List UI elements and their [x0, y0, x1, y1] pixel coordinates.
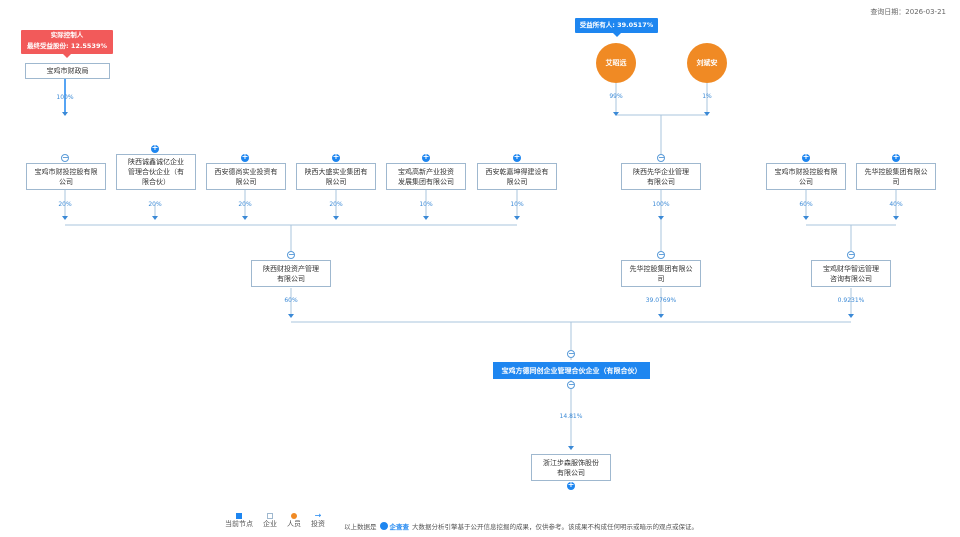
node-qianyuan[interactable]: 西安乾嘉坤得建设有 限公司: [477, 163, 557, 190]
pct-caihua: 0.9231%: [837, 297, 865, 304]
node-xianhua-holding[interactable]: 先华控股集团有限公 司: [621, 260, 701, 287]
pct-xiaanshang: 20%: [238, 201, 252, 208]
legend: 当前节点 企业 人员 → 投资: [225, 511, 325, 529]
pct-dasheng: 20%: [329, 201, 343, 208]
expand-target-icon[interactable]: +: [567, 480, 575, 490]
legend-invest: → 投资: [311, 511, 325, 529]
legend-company: 企业: [263, 513, 277, 529]
person-liujiaan[interactable]: 刘斌安: [687, 43, 727, 83]
legend-person: 人员: [287, 513, 301, 529]
disclaimer: 以上数据是 企查查 大数据分析引擎基于公开信息挖掘的成果，仅供参考。该成果不构成…: [344, 521, 698, 531]
pct-focus: 14.81%: [559, 413, 583, 420]
pct-xianfeng: 20%: [148, 201, 162, 208]
pct-liujiaan: 1%: [702, 93, 712, 100]
brand-name: 企查查: [389, 523, 410, 531]
arrow-right-icon: →: [314, 511, 322, 520]
pct-caikong: 20%: [58, 201, 72, 208]
node-caizhengju[interactable]: 宝鸡市财政局: [25, 63, 110, 79]
expand-caikong2-icon[interactable]: +: [802, 152, 810, 162]
expand-xiaanshang-icon[interactable]: +: [241, 152, 249, 162]
person-icon: [291, 513, 297, 519]
node-gaoxin[interactable]: 宝鸡高新产业投资 发展集团有限公司: [386, 163, 466, 190]
company-icon: [267, 513, 273, 519]
node-xianhua-mgmt[interactable]: 陕西先华企业管理 有限公司: [621, 163, 701, 190]
node-caihua[interactable]: 宝鸡财华智远管理 咨询有限公司: [811, 260, 891, 287]
actual-controller-tag: 实际控制人 最终受益股份: 12.5539%: [21, 30, 113, 58]
brand-icon: [379, 522, 388, 530]
pct-caizhengju: 100%: [56, 94, 74, 101]
pct-caikong2: 60%: [799, 201, 813, 208]
disclaimer-prefix: 以上数据是: [344, 523, 377, 531]
collapse-focus-bottom-icon[interactable]: −: [567, 380, 575, 389]
person-aijiayun[interactable]: 艾昭远: [596, 43, 636, 83]
collapse-shaanxi-caitou-icon[interactable]: −: [287, 250, 295, 259]
beneficiary-tag: 受益所有人: 39.0517%: [575, 18, 658, 37]
node-caikong[interactable]: 宝鸡市财投控股有限 公司: [26, 163, 106, 190]
expand-gaoxin-icon[interactable]: +: [422, 152, 430, 162]
pct-qianyuan: 10%: [510, 201, 524, 208]
node-xianhua-group[interactable]: 先华控股集团有限公 司: [856, 163, 936, 190]
collapse-xianhua-holding-icon[interactable]: −: [657, 250, 665, 259]
node-focus-current[interactable]: 宝鸡方德同创企业管理合伙企业（有限合伙）: [493, 362, 650, 379]
current-node-icon: [236, 513, 242, 519]
collapse-xianhua-mgmt-icon[interactable]: −: [657, 153, 665, 162]
pct-shaanxi-caitou: 60%: [284, 297, 298, 304]
actual-controller-title: 实际控制人: [50, 31, 84, 39]
disclaimer-suffix: 大数据分析引擎基于公开信息挖掘的成果，仅供参考。该成果不构成任何明示或暗示的观点…: [412, 523, 698, 531]
pct-xianhua-holding: 39.0769%: [645, 297, 677, 304]
node-dasheng[interactable]: 陕西大盛实业集团有 限公司: [296, 163, 376, 190]
collapse-caikong-icon[interactable]: −: [61, 153, 69, 162]
collapse-focus-top-icon[interactable]: −: [567, 349, 575, 358]
node-caikong2[interactable]: 宝鸡市财投控股有限 公司: [766, 163, 846, 190]
expand-xianhua-group-icon[interactable]: +: [892, 152, 900, 162]
expand-qianyuan-icon[interactable]: +: [513, 152, 521, 162]
brand-logo: 企查查: [379, 521, 410, 531]
expand-xianfeng-icon[interactable]: +: [151, 143, 159, 153]
pct-xianhua-mgmt: 100%: [652, 201, 670, 208]
node-xiaanshang[interactable]: 西安德尚实业投资有 限公司: [206, 163, 286, 190]
legend-current: 当前节点: [225, 513, 253, 529]
node-xianfeng[interactable]: 陕西诚鑫诚亿企业 管理合伙企业（有 限合伙）: [116, 154, 196, 190]
collapse-caihua-icon[interactable]: −: [847, 250, 855, 259]
query-date: 查询日期：2026-03-21: [870, 8, 946, 16]
pct-gaoxin: 10%: [419, 201, 433, 208]
actual-controller-share: 最终受益股份: 12.5539%: [27, 42, 107, 50]
node-target[interactable]: 浙江步森服饰股份 有限公司: [531, 454, 611, 481]
pct-xianhua-group: 40%: [889, 201, 903, 208]
node-shaanxi-caitou[interactable]: 陕西财投资产管理 有限公司: [251, 260, 331, 287]
expand-dasheng-icon[interactable]: +: [332, 152, 340, 162]
pct-aijiayun: 99%: [609, 93, 623, 100]
